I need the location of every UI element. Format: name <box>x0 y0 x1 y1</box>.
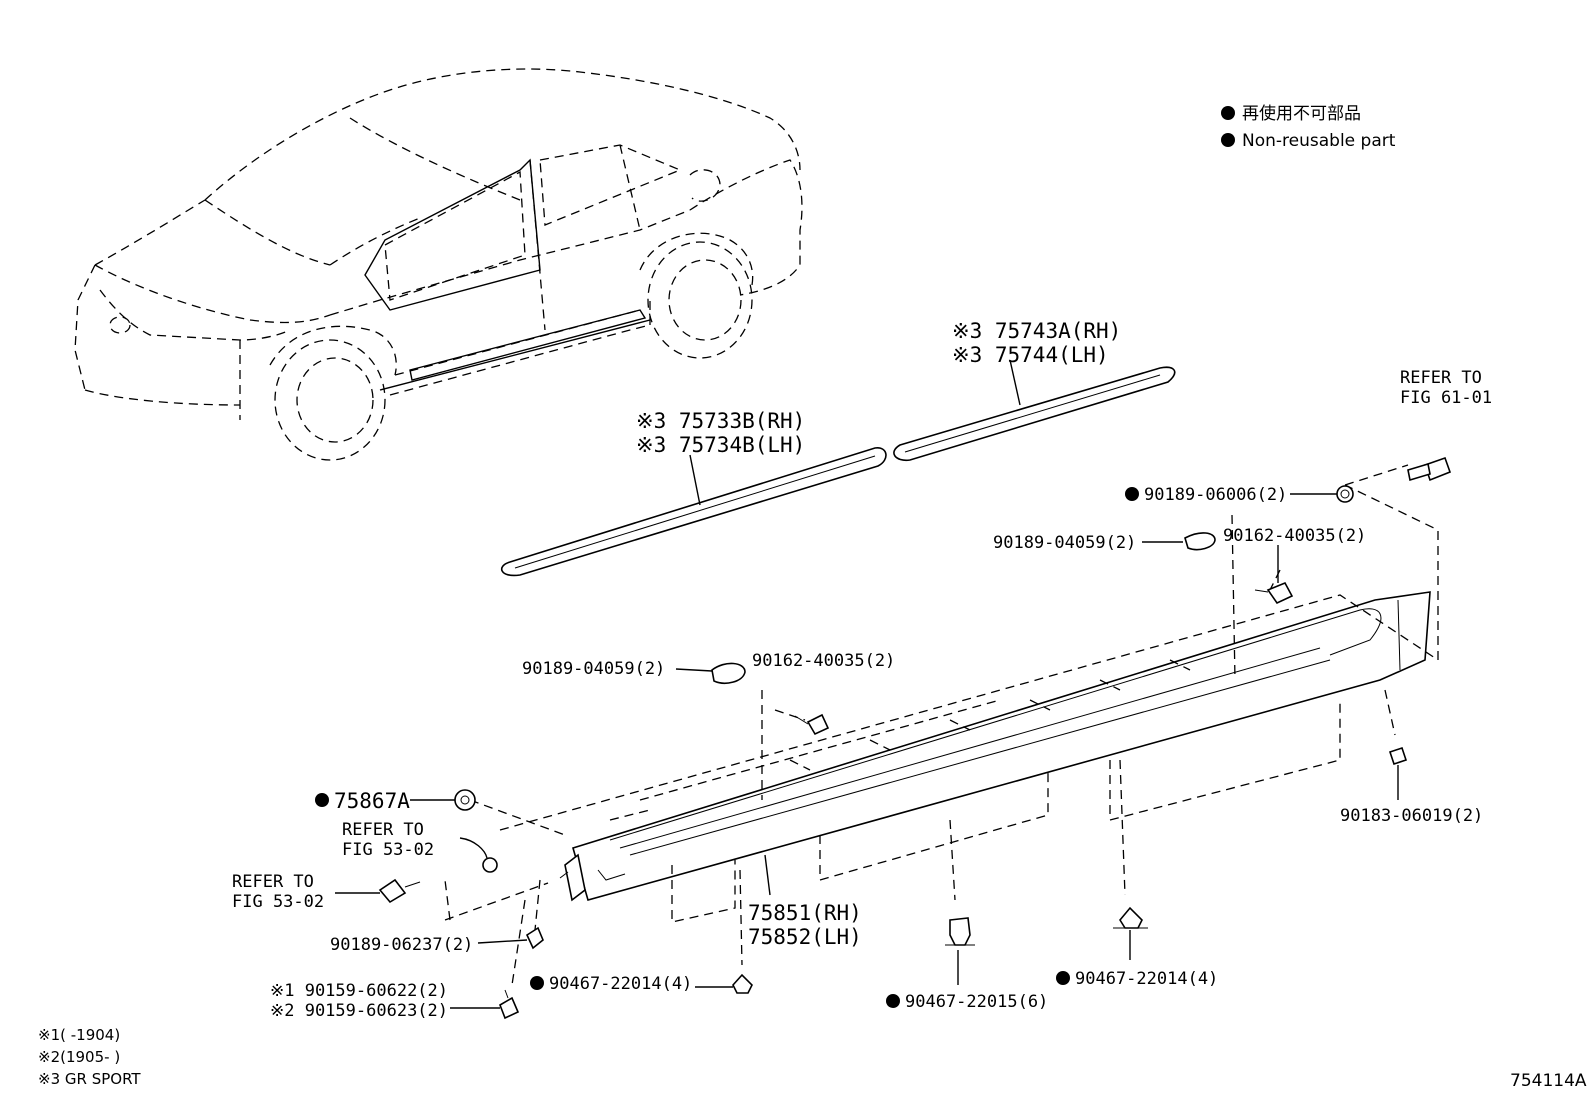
note-1: ※1( -1904) <box>38 1026 120 1044</box>
legend-line-ja: 再使用不可部品 <box>1242 103 1361 124</box>
rocker-panel: 75851(RH) 75852(LH) <box>572 591 1431 949</box>
screw-90159: ※1 90159-60622(2) ※2 90159-60623(2) <box>270 981 520 1021</box>
leader-lines <box>444 464 1439 986</box>
label-refer-to-fig61: REFER TO <box>1400 368 1482 388</box>
label-90159-60623: ※2 90159-60623(2) <box>270 1001 448 1021</box>
label-90189-04059-lower: 90189-04059(2) <box>522 659 665 679</box>
label-75734B: ※3 75734B(LH) <box>636 433 805 457</box>
label-refer-to-fig53-a: REFER TO <box>342 820 424 840</box>
label-75733B: ※3 75733B(RH) <box>636 409 805 433</box>
bolt-fig53-b: REFER TO FIG 53-02 <box>232 872 421 912</box>
label-90162-40035-upper: 90162-40035(2) <box>1223 526 1366 546</box>
front-molding: ※3 75733B(RH) ※3 75734B(LH) <box>500 409 887 577</box>
non-reusable-bullet-icon <box>886 994 900 1008</box>
bolt-fig61: REFER TO FIG 61-01 <box>1400 368 1492 482</box>
label-refer-to-fig53-b: REFER TO <box>232 872 314 892</box>
note-2: ※2(1905- ) <box>38 1048 120 1066</box>
car-outline <box>74 68 803 461</box>
legend-line-en: Non-reusable part <box>1242 131 1396 151</box>
non-reusable-bullet-icon <box>1221 106 1235 120</box>
label-75867A: 75867A <box>334 789 410 813</box>
label-90467-22014-left: 90467-22014(4) <box>549 974 692 994</box>
label-90467-22015: 90467-22015(6) <box>905 992 1048 1012</box>
note-3: ※3 GR SPORT <box>38 1070 141 1088</box>
label-90162-40035-lower: 90162-40035(2) <box>752 651 895 671</box>
label-fig61-01: FIG 61-01 <box>1400 388 1492 408</box>
non-reusable-bullet-icon <box>530 976 544 990</box>
non-reusable-bullet-icon <box>315 793 329 807</box>
clip-90189-06237: 90189-06237(2) <box>330 926 544 955</box>
footnotes: ※1( -1904) ※2(1905- ) ※3 GR SPORT <box>38 1026 141 1088</box>
label-90467-22014-right: 90467-22014(4) <box>1075 969 1218 989</box>
label-75852: 75852(LH) <box>748 925 862 949</box>
grommet-lower: 90189-04059(2) <box>522 659 746 684</box>
non-reusable-bullet-icon <box>1221 133 1235 147</box>
clip-fig53-a: REFER TO FIG 53-02 <box>342 820 498 873</box>
clip-90189-06006: 90189-06006(2) <box>1125 485 1354 505</box>
label-90183-06019: 90183-06019(2) <box>1340 806 1483 826</box>
non-reusable-bullet-icon <box>1125 487 1139 501</box>
label-75744: ※3 75744(LH) <box>952 343 1109 367</box>
label-90189-04059-upper: 90189-04059(2) <box>993 533 1136 553</box>
label-90159-60622: ※1 90159-60622(2) <box>270 981 448 1001</box>
clip-90467-22014-left: 90467-22014(4) <box>530 973 753 994</box>
label-75851: 75851(RH) <box>748 901 862 925</box>
label-90189-06006: 90189-06006(2) <box>1144 485 1287 505</box>
clip-90467-22015: 90467-22015(6) <box>886 917 1048 1012</box>
nut-90183-06019: 90183-06019(2) <box>1340 746 1483 826</box>
screw-lower: 90162-40035(2) <box>752 651 895 736</box>
clip-90467-22014-right: 90467-22014(4) <box>1056 906 1218 989</box>
non-reusable-bullet-icon <box>1056 971 1070 985</box>
label-90189-06237: 90189-06237(2) <box>330 935 473 955</box>
label-fig53-02-a: FIG 53-02 <box>342 840 434 860</box>
upper-rear-molding: ※3 75743A(RH) ※3 75744(LH) <box>893 319 1176 462</box>
figure-code: 754114A <box>1510 1071 1587 1091</box>
screw-upper: 90162-40035(2) <box>1223 526 1366 605</box>
front-bracket <box>559 853 586 902</box>
cap-75867A: 75867A <box>315 789 476 813</box>
label-75743A: ※3 75743A(RH) <box>952 319 1121 343</box>
grommet-upper: 90189-04059(2) <box>993 532 1216 553</box>
legend: 再使用不可部品 Non-reusable part <box>1221 103 1396 151</box>
label-fig53-02-b: FIG 53-02 <box>232 892 324 912</box>
